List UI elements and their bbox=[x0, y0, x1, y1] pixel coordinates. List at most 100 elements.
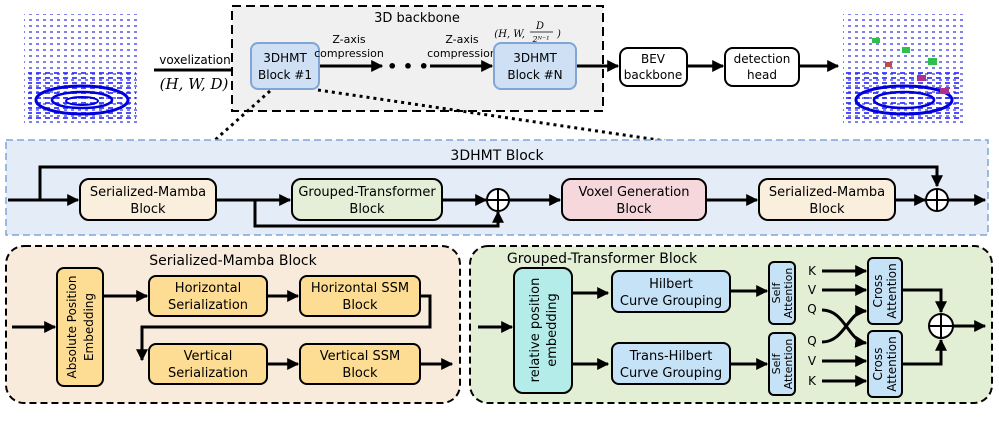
svg-text:D: D bbox=[535, 21, 544, 32]
voxelization-label: voxelization bbox=[159, 53, 231, 67]
sm-wrap-line bbox=[136, 294, 432, 362]
gt-k-top-label: K bbox=[808, 264, 817, 278]
gt-q-cross-up bbox=[821, 305, 868, 344]
sm-hser-line1: Horizontal bbox=[175, 281, 241, 296]
hmt-voxelgen-line2: Block bbox=[616, 202, 652, 217]
gt-cross-bottom-to-add bbox=[903, 338, 947, 366]
gt-rpe-box bbox=[513, 267, 573, 394]
hmt-voxelgen-line1: Voxel Generation bbox=[579, 185, 690, 200]
gt-self-attn-bottom-box bbox=[768, 332, 796, 396]
svg-text:Attention: Attention bbox=[885, 336, 899, 391]
sm-ape-box bbox=[56, 267, 104, 387]
svg-text:Attention: Attention bbox=[885, 263, 899, 318]
input-shape-label: (H, W, D) bbox=[160, 75, 229, 93]
bev-line2: backbone bbox=[624, 68, 682, 82]
det-line2: head bbox=[747, 68, 777, 82]
svg-text:(H, W,: (H, W, bbox=[494, 29, 525, 40]
sm-hssm-line2: Block bbox=[342, 298, 378, 313]
blockN-line1: 3DHMT bbox=[513, 51, 557, 65]
sm-hser-line2: Serialization bbox=[168, 298, 248, 313]
gt-q-top-label: Q bbox=[807, 302, 816, 316]
zoom-line-left bbox=[214, 89, 271, 142]
ellipsis: • • • bbox=[387, 57, 429, 76]
sm-vser-box bbox=[148, 343, 268, 385]
bev-line1: BEV bbox=[641, 52, 666, 66]
gt-rpe-label: relative position embedding bbox=[528, 278, 560, 383]
gt-hilbert-box bbox=[611, 270, 731, 313]
zaxis1-line2: compression bbox=[314, 47, 384, 60]
gt-v-top-label: V bbox=[808, 283, 817, 297]
gt-trans-line1: Trans-Hilbert bbox=[629, 349, 713, 364]
svg-text:Cross: Cross bbox=[871, 348, 885, 381]
sm-vser-line2: Serialization bbox=[168, 366, 248, 381]
gt-self-attn-bottom-label: Self Attention bbox=[770, 339, 795, 390]
det-line1: detection bbox=[734, 52, 791, 66]
sm-title: Serialized-Mamba Block bbox=[149, 253, 317, 269]
hmt-mamba2-box bbox=[758, 178, 896, 221]
svg-text:Attention: Attention bbox=[782, 339, 795, 390]
block1-line1: 3DHMT bbox=[263, 51, 307, 65]
sm-hser-box bbox=[148, 275, 268, 317]
hmt-mamba2-line1: Serialized-Mamba bbox=[769, 185, 885, 200]
block1-box bbox=[250, 42, 320, 90]
svg-text:): ) bbox=[556, 29, 561, 40]
blockN-box bbox=[493, 42, 577, 90]
hmt-mamba1-line2: Block bbox=[130, 202, 166, 217]
gt-cross-attn-bottom-label: Cross Attention bbox=[871, 336, 899, 391]
gt-q-bottom-label: Q bbox=[807, 334, 816, 348]
svg-text:relative position: relative position bbox=[528, 278, 543, 383]
bev-backbone-box bbox=[619, 47, 688, 87]
sm-hssm-line1: Horizontal SSM bbox=[311, 281, 409, 296]
gt-hilbert-line1: Hilbert bbox=[649, 277, 693, 292]
hmt-grouped-line1: Grouped-Transformer bbox=[298, 185, 436, 200]
zaxis2-line2: compression bbox=[427, 47, 497, 60]
hmt-residual-top bbox=[38, 165, 943, 200]
hmt-grouped-line2: Block bbox=[349, 202, 385, 217]
svg-text:Cross: Cross bbox=[871, 275, 885, 308]
sm-ape-label: Absolute Position Embedding bbox=[65, 276, 96, 379]
detection-head-box bbox=[724, 47, 800, 87]
gt-k-bottom-label: K bbox=[808, 374, 817, 388]
svg-text:2ᴺ⁻¹: 2ᴺ⁻¹ bbox=[532, 35, 550, 44]
hmt-voxelgen-box bbox=[561, 178, 707, 221]
gt-self-attn-top-box bbox=[768, 261, 796, 325]
zoom-line-right bbox=[317, 88, 666, 143]
output-detection-image bbox=[843, 14, 965, 124]
zaxis2-line1: Z-axis bbox=[445, 33, 479, 46]
hmt-mamba1-line1: Serialized-Mamba bbox=[90, 185, 206, 200]
input-point-cloud-image bbox=[24, 14, 139, 124]
gt-v-bottom-label: V bbox=[808, 354, 817, 368]
svg-text:Attention: Attention bbox=[782, 268, 795, 319]
hmt-residual-bottom bbox=[253, 200, 504, 228]
sm-vssm-line2: Block bbox=[342, 366, 378, 381]
zaxis1-line1: Z-axis bbox=[332, 33, 366, 46]
svg-text:embedding: embedding bbox=[545, 293, 560, 367]
gt-self-attn-top-label: Self Attention bbox=[770, 268, 795, 319]
blockN-line2: Block #N bbox=[507, 68, 562, 82]
svg-text:Self: Self bbox=[770, 282, 783, 304]
sm-vssm-line1: Vertical SSM bbox=[320, 349, 401, 364]
hmt-grouped-box bbox=[291, 178, 443, 221]
hmt-mamba2-line2: Block bbox=[809, 202, 845, 217]
output-shape-label: (H, W, D 2ᴺ⁻¹ ) bbox=[494, 21, 561, 44]
block1-line2: Block #1 bbox=[258, 68, 312, 82]
gt-cross-top-to-add bbox=[903, 288, 947, 314]
backbone-title: 3D backbone bbox=[374, 11, 460, 26]
gt-add-node bbox=[928, 313, 954, 339]
hmt-add-node-1 bbox=[486, 188, 510, 212]
hmt-add-node-2 bbox=[925, 188, 949, 212]
gt-title: Grouped-Transformer Block bbox=[507, 251, 698, 267]
gt-cross-attn-bottom-box bbox=[867, 330, 903, 398]
svg-text:Self: Self bbox=[770, 353, 783, 375]
svg-text:Embedding: Embedding bbox=[82, 293, 96, 361]
gt-cross-attn-top-label: Cross Attention bbox=[871, 263, 899, 318]
sm-vser-line1: Vertical bbox=[184, 349, 233, 364]
gt-trans-line2: Curve Grouping bbox=[620, 366, 722, 381]
svg-text:Absolute Position: Absolute Position bbox=[65, 276, 79, 379]
sm-vssm-box bbox=[299, 343, 421, 385]
hmt-mamba1-box bbox=[79, 178, 217, 221]
gt-cross-attn-top-box bbox=[867, 257, 903, 325]
hmt-block-title: 3DHMT Block bbox=[450, 148, 544, 164]
